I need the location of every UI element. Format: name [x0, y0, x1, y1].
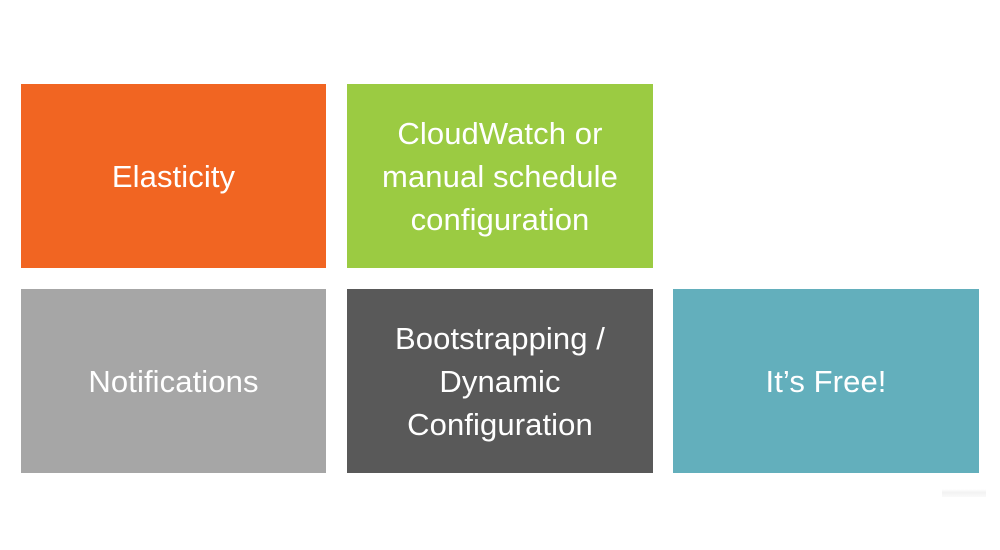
tile-notifications-label: Notifications: [88, 363, 259, 399]
background-artifact-strip: [942, 489, 986, 497]
tile-bootstrapping-dynamic-configuration[interactable]: Bootstrapping / Dynamic Configuration: [347, 289, 653, 473]
tile-elasticity[interactable]: Elasticity: [21, 84, 326, 268]
tile-bootstrapping-dynamic-configuration-label: Bootstrapping / Dynamic Configuration: [394, 320, 606, 442]
tile-cloudwatch-configuration[interactable]: CloudWatch or manual schedule configurat…: [347, 84, 653, 268]
tile-elasticity-label: Elasticity: [111, 158, 236, 194]
tile-notifications[interactable]: Notifications: [21, 289, 326, 473]
tile-its-free-label: It’s Free!: [765, 363, 887, 399]
tile-its-free[interactable]: It’s Free!: [673, 289, 979, 473]
tile-cloudwatch-configuration-label: CloudWatch or manual schedule configurat…: [382, 115, 618, 237]
